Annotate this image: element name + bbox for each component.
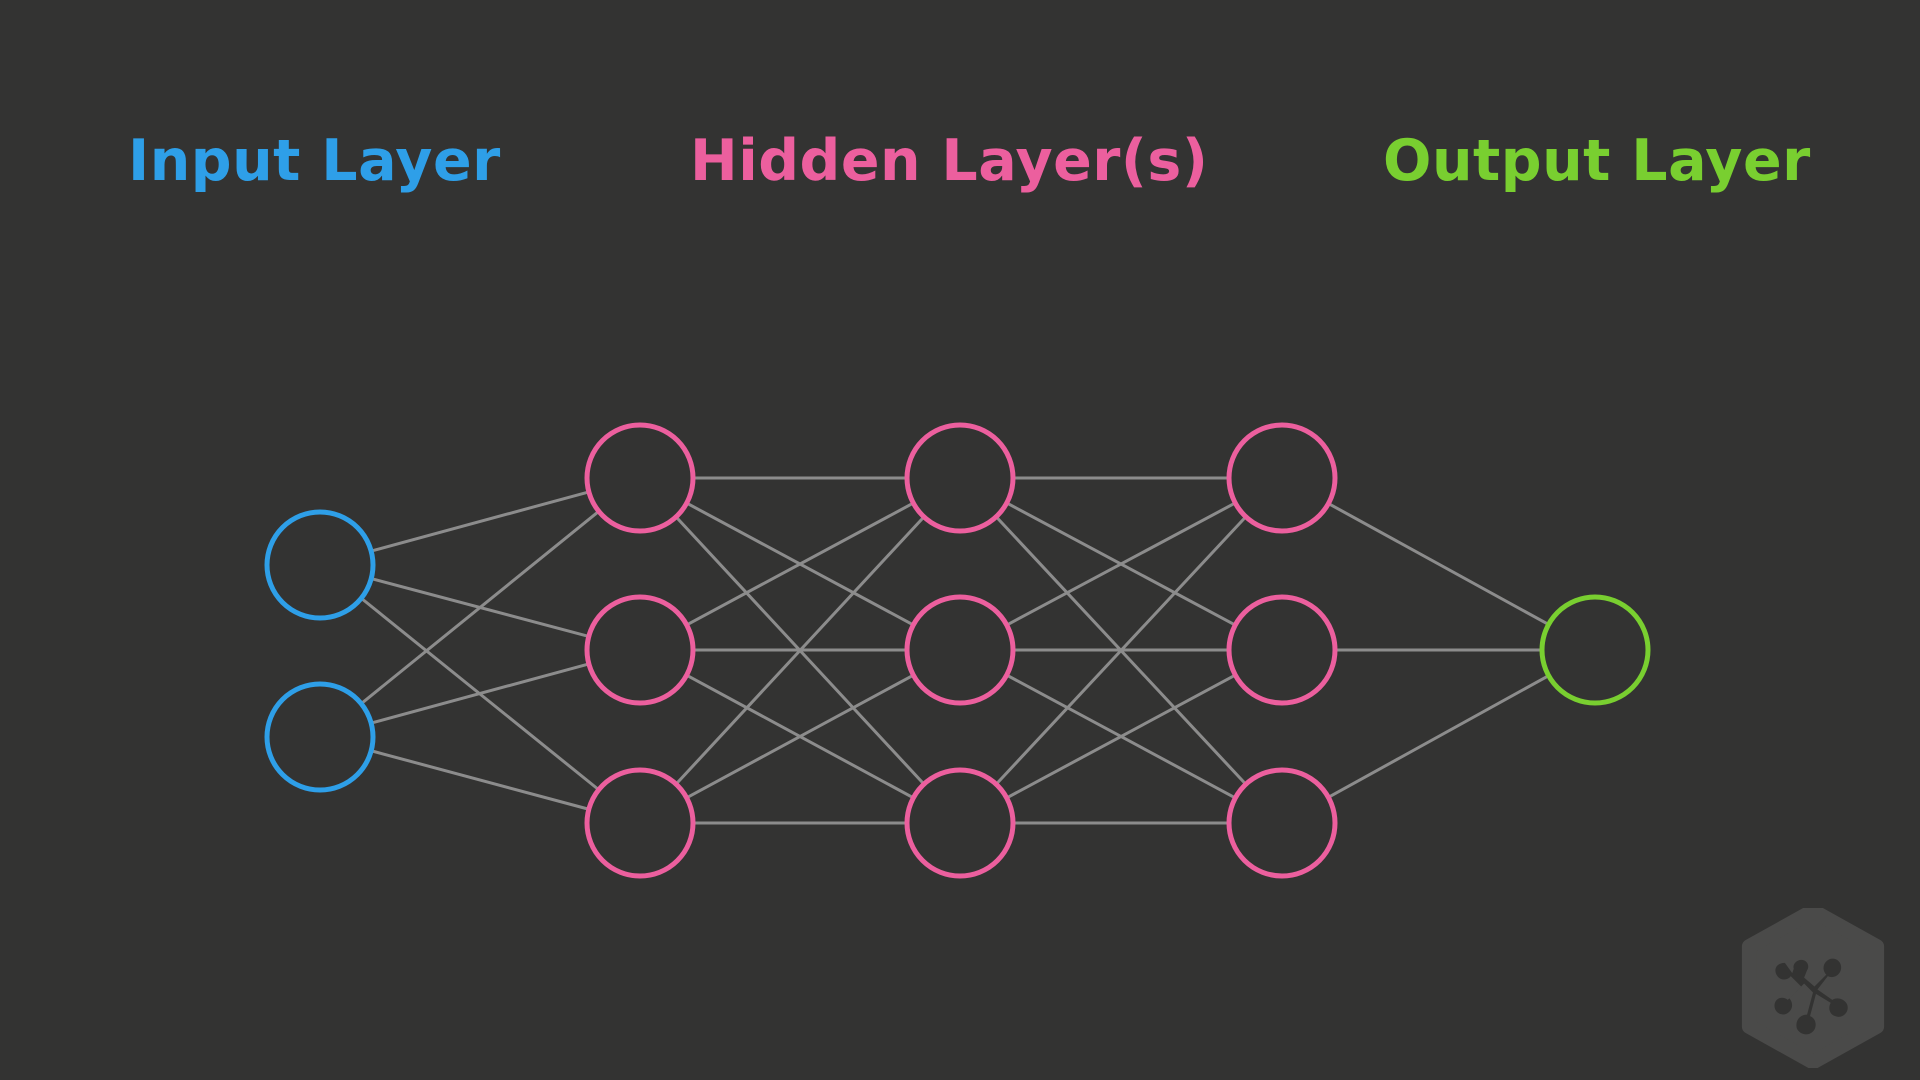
neuron-node-hidden2[interactable] (904, 767, 1016, 879)
connection-edge (994, 515, 1248, 786)
neuron-node-hidden1[interactable] (584, 594, 696, 706)
neuron-node-hidden3[interactable] (1226, 422, 1338, 534)
neuron-nodes (264, 422, 1651, 879)
input-layer-label: Input Layer (128, 128, 501, 194)
neuron-node-output[interactable] (1539, 594, 1651, 706)
connection-edge (685, 673, 915, 800)
hexagon-tree-logo-icon (1741, 908, 1885, 1068)
neuron-node-hidden2[interactable] (904, 594, 1016, 706)
connection-edge (685, 501, 915, 627)
connection-edge (1005, 673, 1237, 800)
connection-edge (359, 509, 601, 706)
connection-edge (674, 515, 926, 786)
connection-edges (359, 476, 1551, 825)
neuron-node-hidden2[interactable] (904, 422, 1016, 534)
neuron-node-hidden1[interactable] (584, 767, 696, 879)
output-layer-label: Output Layer (1383, 128, 1811, 194)
connection-edge (1005, 501, 1237, 627)
neuron-node-hidden3[interactable] (1226, 767, 1338, 879)
connection-edge (1326, 502, 1551, 626)
neuron-node-hidden3[interactable] (1226, 594, 1338, 706)
hidden-layer-label: Hidden Layer(s) (690, 128, 1209, 194)
connection-edge (1326, 674, 1551, 799)
neuron-node-hidden1[interactable] (584, 422, 696, 534)
connection-edge (369, 490, 591, 553)
connection-edge (369, 662, 591, 725)
neuron-node-input[interactable] (264, 681, 376, 793)
tree-glyph (1774, 958, 1848, 1035)
neuron-node-input[interactable] (264, 509, 376, 621)
connection-edge (369, 749, 591, 811)
